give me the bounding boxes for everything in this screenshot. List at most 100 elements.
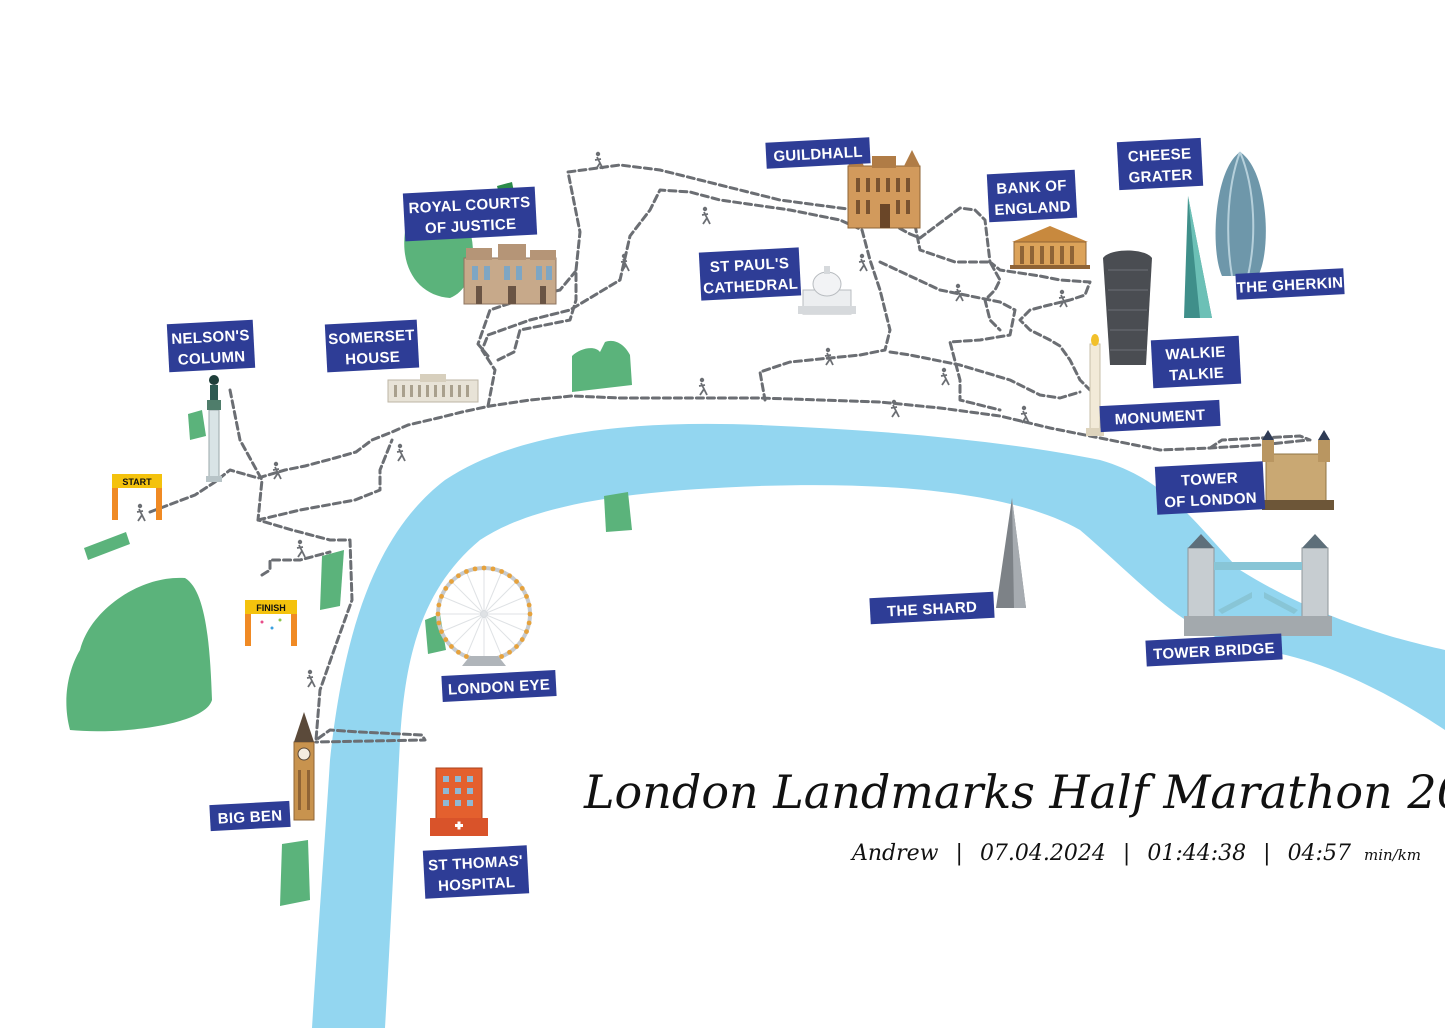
label-st-thomas: ST THOMAS' HOSPITAL [422, 845, 530, 899]
eye-capsule [527, 611, 533, 617]
svg-text:OF LONDON: OF LONDON [1164, 490, 1257, 512]
start-gate-icon: START [112, 474, 162, 520]
eye-capsule [499, 569, 505, 574]
runner-icon [858, 253, 868, 272]
svg-text:LONDON EYE: LONDON EYE [448, 676, 551, 698]
eye-capsule [439, 629, 444, 635]
label-london-eye: LONDON EYE [441, 670, 557, 702]
label-tower-of-london: TOWER OF LONDON [1154, 461, 1266, 515]
runner-icon [272, 461, 282, 480]
svg-text:SOMERSET: SOMERSET [328, 327, 415, 349]
svg-text:HOUSE: HOUSE [345, 349, 401, 369]
tower-bridge-illustration [1184, 534, 1332, 636]
nelsons-column-illustration [206, 375, 222, 482]
walkie-talkie-illustration [1103, 250, 1152, 365]
park-embankment-2 [320, 550, 344, 610]
eye-capsule [490, 566, 496, 572]
cheese-grater-illustration [1184, 196, 1212, 318]
svg-text:TOWER BRIDGE: TOWER BRIDGE [1153, 640, 1275, 663]
runner-icon [594, 151, 604, 170]
runner-icon [824, 347, 834, 366]
eye-capsule [472, 566, 478, 572]
runner-icon [306, 669, 316, 688]
runner-icon [620, 253, 630, 272]
somerset-house-illustration [387, 374, 479, 403]
race-date: 07.04.2024 [980, 841, 1106, 866]
london-eye-illustration [435, 565, 533, 666]
big-ben-illustration [293, 712, 315, 821]
gherkin-illustration [1215, 151, 1266, 277]
label-guildhall: GUILDHALL [765, 137, 871, 169]
svg-text:CHEESE: CHEESE [1127, 145, 1191, 165]
runner-icons [136, 151, 1068, 688]
eye-capsule [514, 579, 519, 584]
river-thames [312, 423, 1445, 1028]
eye-capsule [436, 602, 442, 608]
separator: | [956, 841, 963, 866]
svg-text:BIG BEN: BIG BEN [217, 807, 282, 827]
eye-capsule [524, 629, 529, 635]
svg-text:MONUMENT: MONUMENT [1114, 407, 1205, 429]
runner-icon [396, 443, 406, 462]
label-cheese-grater: CHEESE GRATER [1116, 137, 1204, 191]
svg-text:WALKIE: WALKIE [1165, 343, 1226, 363]
svg-text:OF JUSTICE: OF JUSTICE [425, 216, 517, 238]
route-dashed [148, 163, 1312, 744]
eye-capsule [507, 573, 512, 579]
pace: 04:57 [1288, 841, 1351, 866]
label-royal-courts: ROYAL COURTS OF JUSTICE [402, 186, 538, 242]
park-victoria-tower [280, 840, 310, 906]
st-pauls-illustration [798, 266, 856, 315]
monument-illustration [1086, 334, 1104, 436]
separator: | [1263, 841, 1270, 866]
eye-capsule [449, 579, 454, 584]
runner-icon [701, 206, 711, 225]
eye-capsule [524, 593, 529, 599]
tower-of-london-illustration [1262, 430, 1334, 510]
runner-icon [940, 367, 950, 386]
label-the-shard: THE SHARD [869, 591, 995, 625]
guildhall-illustration [847, 150, 921, 229]
runner-icon [1020, 405, 1030, 424]
eye-capsule [514, 644, 519, 649]
eye-capsule [463, 654, 469, 659]
map-title: London Landmarks Half Marathon 2024 [583, 765, 1445, 819]
eye-capsule [456, 573, 461, 579]
eye-capsule [519, 586, 525, 591]
svg-text:ST PAUL'S: ST PAUL'S [710, 255, 790, 276]
park-st-james [66, 577, 212, 732]
runner-icon [954, 283, 964, 302]
pace-unit: min/km [1364, 846, 1421, 864]
eye-capsule [526, 620, 532, 626]
svg-text:ROYAL COURTS: ROYAL COURTS [408, 194, 531, 217]
label-bank-of-england: BANK OF ENGLAND [986, 169, 1078, 223]
park-green-small [84, 532, 130, 560]
park-south-bank [604, 492, 632, 532]
label-monument: MONUMENT [1099, 399, 1221, 433]
royal-courts-illustration [463, 244, 557, 305]
svg-text:CATHEDRAL: CATHEDRAL [703, 276, 799, 298]
label-nelsons-column: NELSON'S COLUMN [166, 319, 256, 373]
separator: | [1123, 841, 1130, 866]
eye-capsule [481, 565, 487, 571]
svg-text:COLUMN: COLUMN [177, 348, 245, 369]
eye-capsule [443, 637, 449, 642]
runner-icon [1058, 289, 1068, 308]
runner-icon [890, 399, 900, 418]
svg-text:ENGLAND: ENGLAND [994, 198, 1071, 219]
svg-text:GRATER: GRATER [1128, 166, 1193, 186]
eye-capsule [439, 593, 444, 599]
svg-text:TALKIE: TALKIE [1169, 365, 1225, 385]
eye-capsule [526, 602, 532, 608]
eye-capsule [436, 620, 442, 626]
svg-text:ST THOMAS': ST THOMAS' [428, 853, 524, 875]
label-st-pauls: ST PAUL'S CATHEDRAL [698, 247, 802, 301]
runner-icon [296, 539, 306, 558]
finish-sign-text: FINISH [256, 603, 286, 613]
bank-of-england-illustration [1010, 226, 1090, 269]
svg-text:THE SHARD: THE SHARD [887, 599, 978, 621]
eye-capsule [519, 637, 525, 642]
st-thomas-hospital-illustration [430, 767, 488, 836]
eye-capsule [435, 611, 441, 617]
finish-time: 01:44:38 [1147, 841, 1246, 866]
